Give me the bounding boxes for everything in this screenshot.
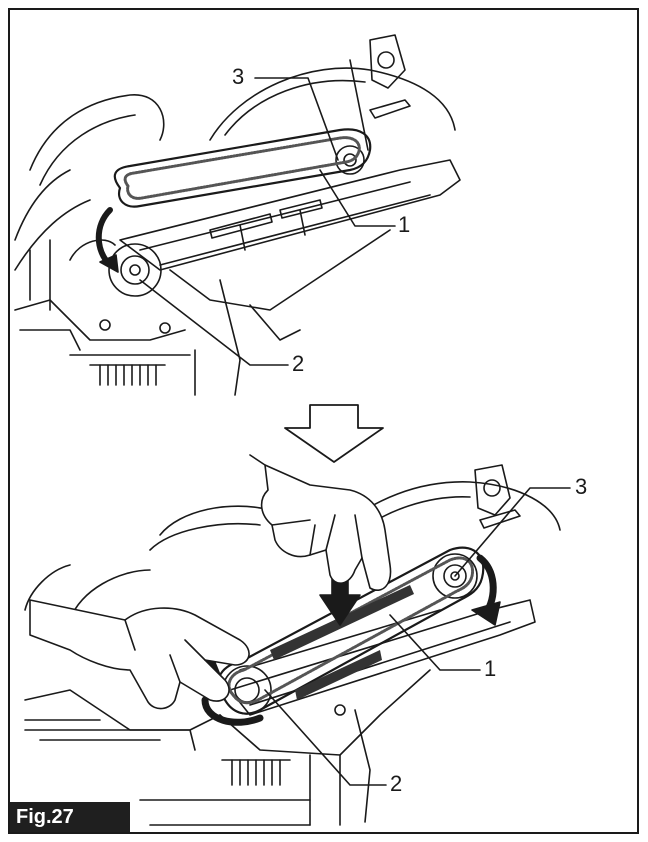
bottom-leader-lines — [264, 487, 571, 786]
top-drive-belt — [113, 128, 372, 208]
top-callout-3: 3 — [232, 64, 245, 89]
top-saw-body — [14, 34, 461, 396]
figure-frame: 3 1 2 3 1 2 Fig.27 — [8, 8, 639, 834]
top-leader-lines — [139, 77, 396, 366]
sequence-arrow — [284, 404, 384, 463]
top-callout-1: 1 — [398, 212, 411, 237]
upper-hand — [249, 454, 392, 591]
bottom-callout-1: 1 — [484, 656, 497, 681]
bottom-callout-2: 2 — [390, 771, 403, 796]
bottom-saw-body — [24, 464, 561, 826]
belt-replacement-illustration — [14, 34, 571, 826]
figure-label: Fig.27 — [10, 802, 130, 832]
bottom-callout-3: 3 — [575, 474, 588, 499]
lower-hand — [29, 599, 250, 710]
top-callout-2: 2 — [292, 351, 305, 376]
top-install-arrow — [95, 207, 119, 273]
